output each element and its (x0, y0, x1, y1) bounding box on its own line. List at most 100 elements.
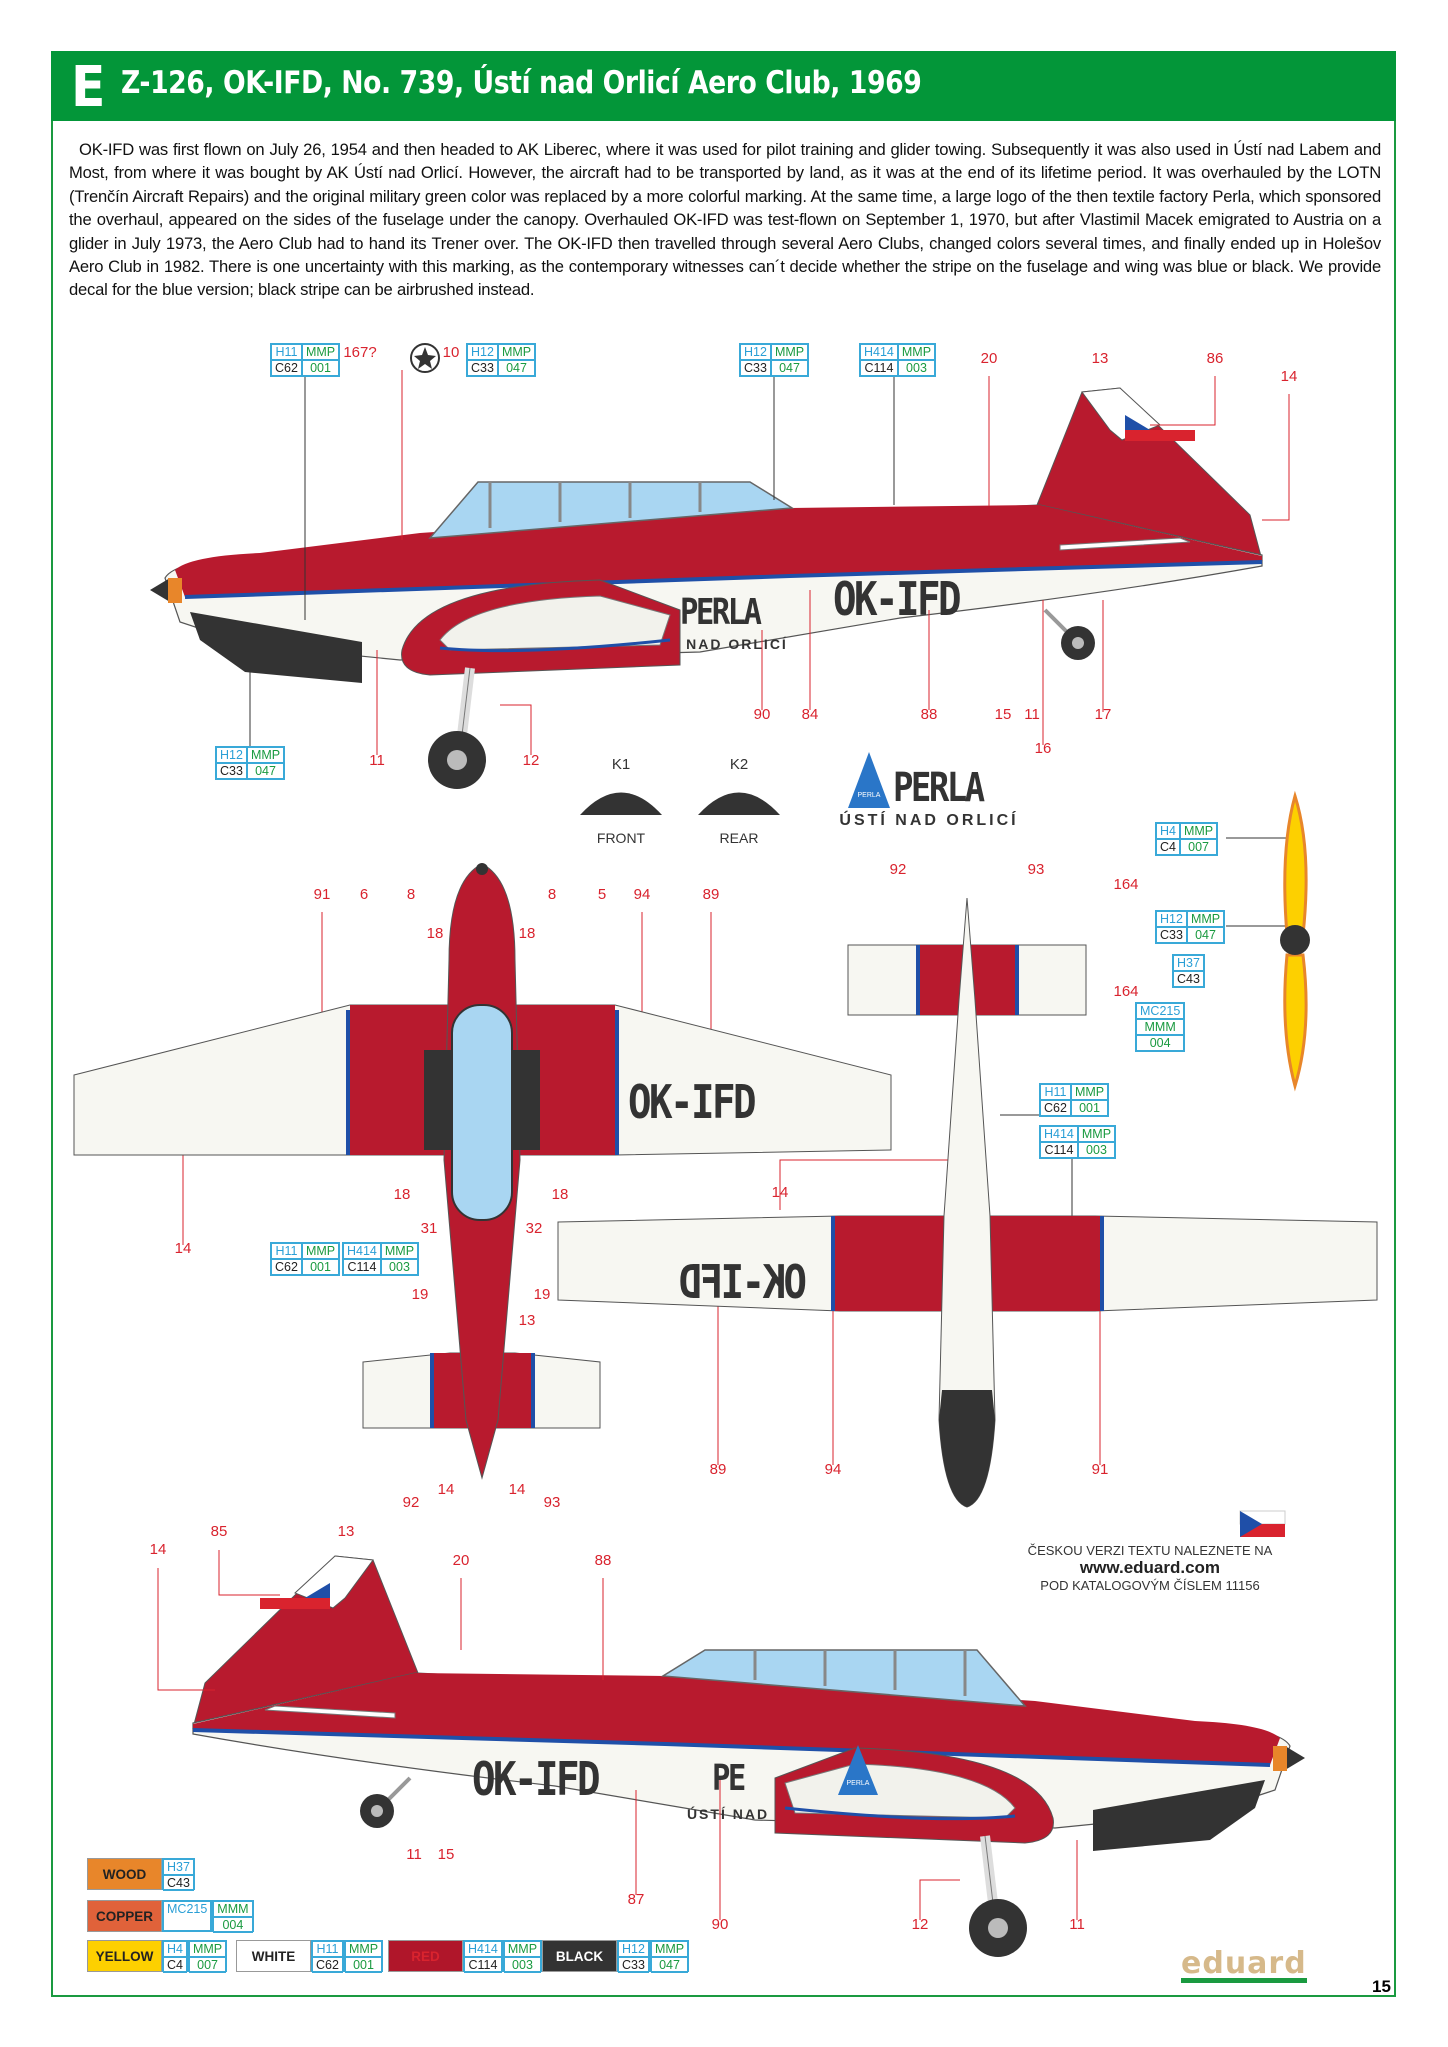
paint-code-n: 047 (770, 360, 809, 376)
paint-code-n: 047 (497, 360, 536, 376)
callout-number: 13 (518, 1312, 536, 1329)
callout-number: 20 (980, 350, 998, 367)
callout-number: 12 (911, 1916, 929, 1933)
paint-code-m: MMP (344, 1941, 383, 1957)
registration-top: OK-IFD (628, 1075, 756, 1129)
propeller (1280, 790, 1310, 1092)
callout-number: 16 (1034, 740, 1052, 757)
paint-code-m: MMM (213, 1901, 253, 1917)
czech-flag-icon (1239, 1510, 1286, 1537)
callout-number: 88 (594, 1552, 612, 1569)
perla-badge-text-small: PERLA (846, 1780, 870, 1787)
paint-code-m: MMP (1179, 823, 1218, 839)
paint-code-h: H12 (467, 344, 498, 360)
paint-code-n: 003 (1077, 1142, 1116, 1158)
paint-code-c: C62 (271, 1259, 302, 1275)
callout-number: 18 (393, 1186, 411, 1203)
paint-code-n: 003 (897, 360, 936, 376)
paint-code-n: 003 (380, 1259, 419, 1275)
eduard-logo: eduard (1181, 1946, 1307, 1983)
callout-number: 18 (551, 1186, 569, 1203)
legend-swatch: YELLOW (87, 1940, 162, 1972)
paint-code-c: C33 (618, 1957, 649, 1973)
callout-number: 14 (149, 1541, 167, 1558)
paint-code-m: MMP (1077, 1126, 1116, 1142)
paint-code-c: C114 (860, 360, 898, 376)
paint-code-c: C114 (464, 1957, 502, 1973)
paint-code-m: MMP (188, 1941, 227, 1957)
paint-code-c: C62 (271, 360, 302, 376)
paint-code-h: H12 (740, 344, 771, 360)
callout-number: 167? (343, 344, 377, 361)
paint-code-n: 047 (246, 763, 285, 779)
callout-number: 14 (437, 1481, 455, 1498)
nad-marking-partial: ÚSTÍ NAD (686, 1806, 770, 1822)
callout-number: 94 (633, 886, 651, 903)
paint-code-h: MC215 (163, 1901, 212, 1931)
callout-number: 15 (994, 706, 1012, 723)
panel-label-rear: REAR (719, 830, 759, 846)
czech-note-url[interactable]: www.eduard.com (1079, 1558, 1221, 1577)
callout-number: 14 (174, 1240, 192, 1257)
instrument-panel-front (580, 792, 662, 815)
czech-note-line1: ČESKOU VERZI TEXTU NALEZNETE NA (1027, 1543, 1273, 1558)
description-text: OK-IFD was first flown on July 26, 1954 … (69, 140, 1381, 300)
paint-code-c: C4 (1156, 839, 1180, 855)
callout-number: 13 (1091, 350, 1109, 367)
callout-number: 11 (406, 1846, 422, 1863)
callout-number: 94 (824, 1461, 842, 1478)
paint-code-m: MMP (301, 1243, 340, 1259)
callout-number: 11 (1069, 1916, 1085, 1933)
callout-number: 91 (1091, 1461, 1109, 1478)
czech-note-line2: POD KATALOGOVÝM ČÍSLEM 11156 (1040, 1578, 1260, 1593)
paint-code-n: 047 (650, 1957, 689, 1973)
paint-code-n: 007 (188, 1957, 227, 1973)
page-number: 15 (1372, 1977, 1391, 1996)
callout-number: 164 (1113, 983, 1139, 1000)
callout-number: 31 (420, 1220, 438, 1237)
callout-number: 93 (543, 1494, 561, 1511)
callout-number: 164 (1113, 876, 1139, 893)
header-bar: E Z-126, OK-IFD, No. 739, Ústí nad Orlic… (51, 51, 1396, 121)
paint-code-n: 001 (1070, 1100, 1109, 1116)
paint-code-h: H11 (312, 1941, 343, 1957)
callout-number: 20 (452, 1552, 470, 1569)
page-title: Z-126, OK-IFD, No. 739, Ústí nad Orlicí … (121, 65, 922, 101)
paint-code-h: H4 (163, 1941, 187, 1957)
paint-code-h: H12 (1156, 911, 1187, 927)
paint-code-h: H414 (1040, 1126, 1078, 1142)
callout-number: 90 (711, 1916, 729, 1933)
callout-number: 92 (889, 861, 907, 878)
paint-code-h: H12 (216, 747, 247, 763)
paint-code-n: 001 (301, 1259, 340, 1275)
bottom-view (557, 897, 1378, 1508)
callout-number: 84 (801, 706, 819, 723)
callout-number: 89 (702, 886, 720, 903)
paint-code-n: 001 (344, 1957, 383, 1973)
paint-code-c: C33 (216, 763, 247, 779)
paint-code-h: H11 (271, 344, 302, 360)
perla-marking: PERLA (680, 592, 762, 633)
callout-number: 6 (359, 886, 369, 903)
callout-number: 19 (533, 1286, 551, 1303)
top-view (73, 863, 892, 1480)
paint-code-h: H4 (1156, 823, 1180, 839)
callout-number: 89 (709, 1461, 727, 1478)
perla-badge-icon (848, 752, 890, 808)
callout-number: 93 (1027, 861, 1045, 878)
